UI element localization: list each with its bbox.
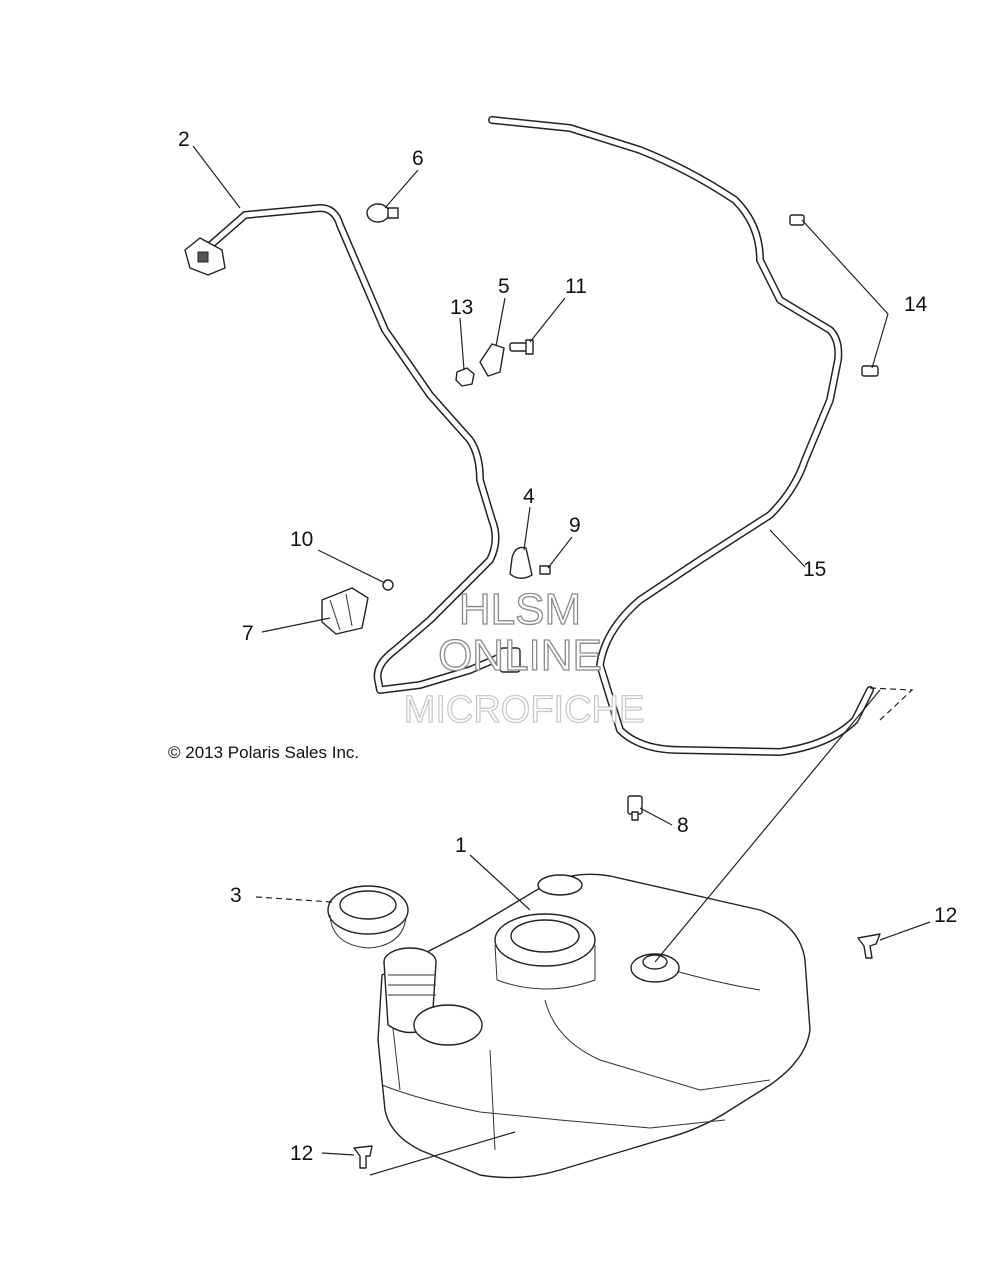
callout-2: 2 [178, 128, 190, 151]
clip-part-5 [479, 343, 505, 377]
clamp-part-4 [509, 546, 533, 579]
fitting-part-8 [627, 795, 643, 821]
callout-12-right: 12 [934, 904, 957, 927]
watermark-line-2: ONLINE [438, 631, 602, 680]
callout-labels: 2 6 13 5 11 14 4 9 10 7 15 8 1 3 12 12 [178, 128, 957, 1165]
screw-part-9 [539, 565, 551, 575]
vent-hose-right [488, 116, 874, 756]
watermark: HLSM ONLINE MICROFICHE [403, 584, 645, 731]
callout-4: 4 [523, 485, 535, 508]
clip-part-14-lower [861, 365, 879, 377]
callout-11: 11 [565, 275, 587, 298]
bolt-part-11 [509, 339, 534, 355]
callout-12-left: 12 [290, 1142, 313, 1165]
callout-5: 5 [498, 275, 510, 298]
nut-part-10 [382, 579, 394, 591]
callout-15: 15 [803, 558, 826, 581]
callout-9: 9 [569, 514, 581, 537]
vent-hose-left [184, 204, 521, 694]
fuel-cap-part-3 [327, 885, 409, 949]
callout-14: 14 [904, 293, 928, 316]
callout-6: 6 [412, 147, 424, 170]
nut-part-13 [455, 367, 475, 387]
callout-8: 8 [677, 814, 689, 837]
callout-10: 10 [290, 528, 313, 551]
callout-7: 7 [242, 622, 254, 645]
watermark-line-3: MICROFICHE [404, 689, 645, 731]
check-valve-part-6 [366, 203, 399, 223]
callout-3: 3 [230, 884, 242, 907]
clip-part-14-upper [789, 214, 805, 226]
screw-part-12-right [857, 933, 881, 959]
fuel-tank-part-1 [377, 873, 811, 1179]
callout-13: 13 [450, 296, 473, 319]
bracket-part-7 [321, 587, 369, 635]
screw-part-12-left [353, 1145, 373, 1169]
callout-1: 1 [455, 834, 467, 857]
watermark-line-1: HLSM [459, 585, 581, 634]
copyright-notice: © 2013 Polaris Sales Inc. [168, 743, 359, 762]
leader-lines [192, 145, 931, 1176]
